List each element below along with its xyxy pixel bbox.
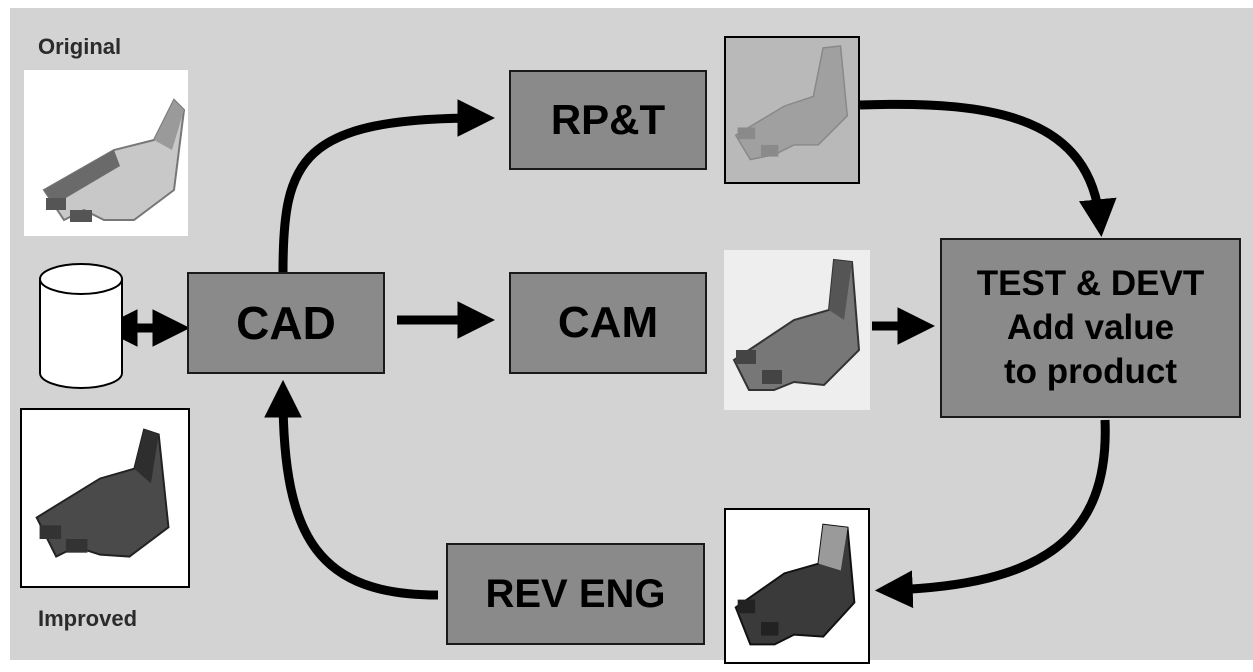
arrow-test-to-reveng <box>874 419 1110 609</box>
arrow-reveng-to-cad <box>264 379 439 600</box>
reveng-box: REV ENG <box>446 543 705 645</box>
improved-part-image <box>20 408 190 588</box>
reveng-part-image <box>724 508 870 664</box>
original-part-image <box>24 70 188 236</box>
rpt-label: RP&T <box>550 96 666 143</box>
test-devt-line3: to product <box>1003 351 1178 391</box>
rpt-box: RP&T <box>509 70 707 170</box>
arrow-rpt-to-test <box>859 99 1117 238</box>
test-devt-line2: Add value <box>1006 308 1175 348</box>
improved-label: Improved <box>38 606 138 631</box>
test-devt-line1: TEST & DEVT <box>976 264 1205 304</box>
cam-part-image <box>724 250 870 410</box>
arrow-cad-to-rpt <box>278 99 496 273</box>
cam-label: CAM <box>557 298 659 347</box>
cad-box: CAD <box>187 272 385 374</box>
original-label: Original <box>38 34 122 59</box>
database-cylinder-icon <box>39 263 123 389</box>
reveng-label: REV ENG <box>485 571 666 616</box>
test-devt-box: TEST & DEVT Add value to product <box>940 238 1241 418</box>
cad-label: CAD <box>236 297 336 349</box>
cam-box: CAM <box>509 272 707 374</box>
rpt-part-image <box>724 36 860 184</box>
